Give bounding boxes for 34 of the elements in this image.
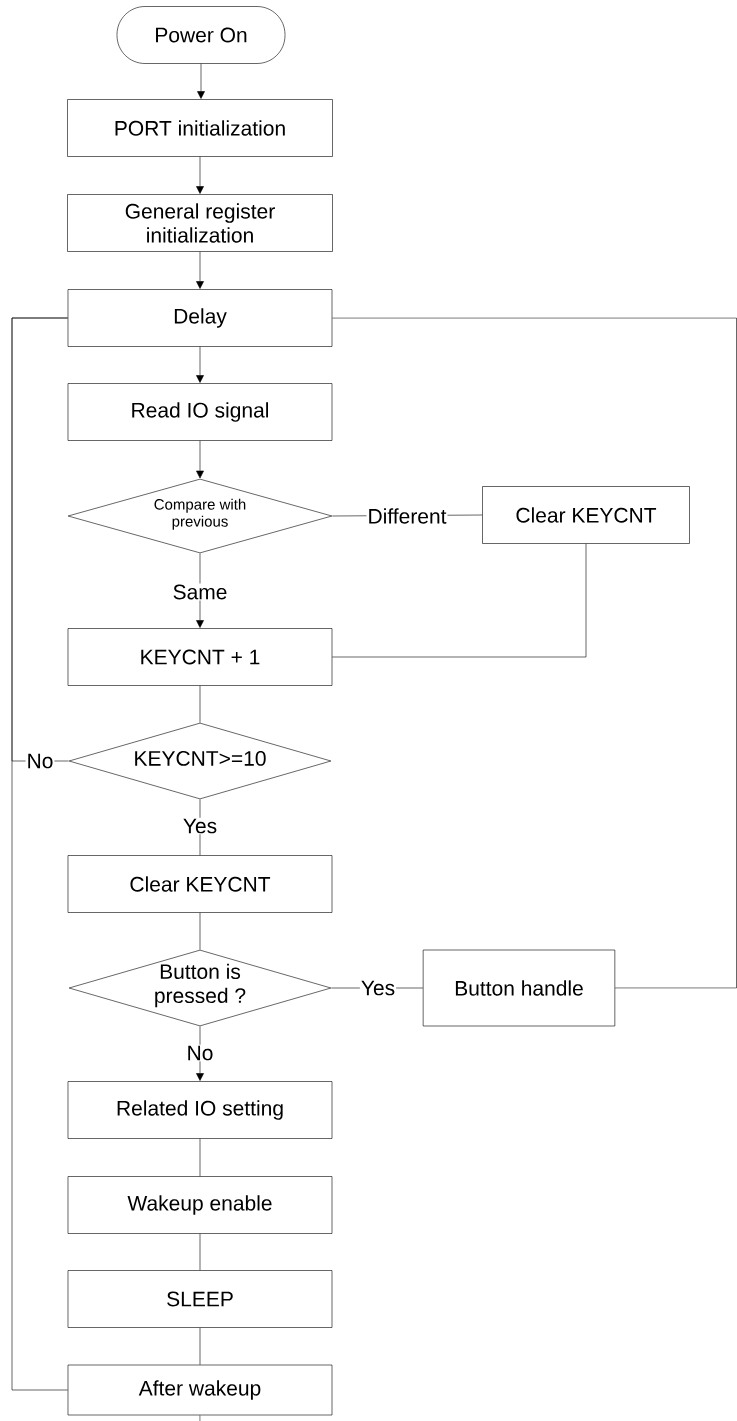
edge-label: No bbox=[25, 752, 55, 770]
edge-label: Yes bbox=[359, 979, 397, 997]
edge-label: Different bbox=[366, 507, 448, 525]
arrow bbox=[196, 346, 204, 383]
connector-line bbox=[199, 1233, 201, 1271]
process-box: Read IO signal bbox=[67, 383, 333, 441]
connector-line bbox=[332, 317, 737, 989]
arrow bbox=[196, 553, 204, 628]
process-box: Clear KEYCNT bbox=[482, 486, 690, 544]
connector-line bbox=[199, 685, 201, 723]
edge-label: No bbox=[185, 1044, 215, 1062]
process-box: Wakeup enable bbox=[67, 1176, 333, 1234]
connector-line bbox=[332, 543, 587, 658]
process-box: Delay bbox=[67, 289, 333, 347]
process-box: Related IO setting bbox=[67, 1081, 333, 1139]
connector-line bbox=[199, 1327, 201, 1365]
connector-line bbox=[11, 317, 68, 1391]
process-box: PORT initialization bbox=[67, 99, 333, 157]
process-box: KEYCNT + 1 bbox=[67, 628, 333, 686]
arrow bbox=[196, 251, 204, 289]
connector-line bbox=[199, 1138, 201, 1177]
arrow bbox=[197, 63, 205, 99]
process-box: SLEEP bbox=[67, 1270, 333, 1328]
arrow bbox=[196, 440, 204, 479]
edge-label: Yes bbox=[181, 817, 219, 835]
process-box: Button handle bbox=[422, 949, 616, 1027]
arrow bbox=[196, 1026, 204, 1081]
edge-label: Same bbox=[171, 583, 229, 601]
process-box: After wakeup bbox=[67, 1364, 333, 1416]
process-box: Clear KEYCNT bbox=[67, 855, 333, 913]
connector-line bbox=[199, 912, 201, 950]
process-box: General register initialization bbox=[67, 194, 333, 252]
arrow bbox=[196, 156, 204, 194]
connector-line bbox=[199, 1415, 201, 1421]
